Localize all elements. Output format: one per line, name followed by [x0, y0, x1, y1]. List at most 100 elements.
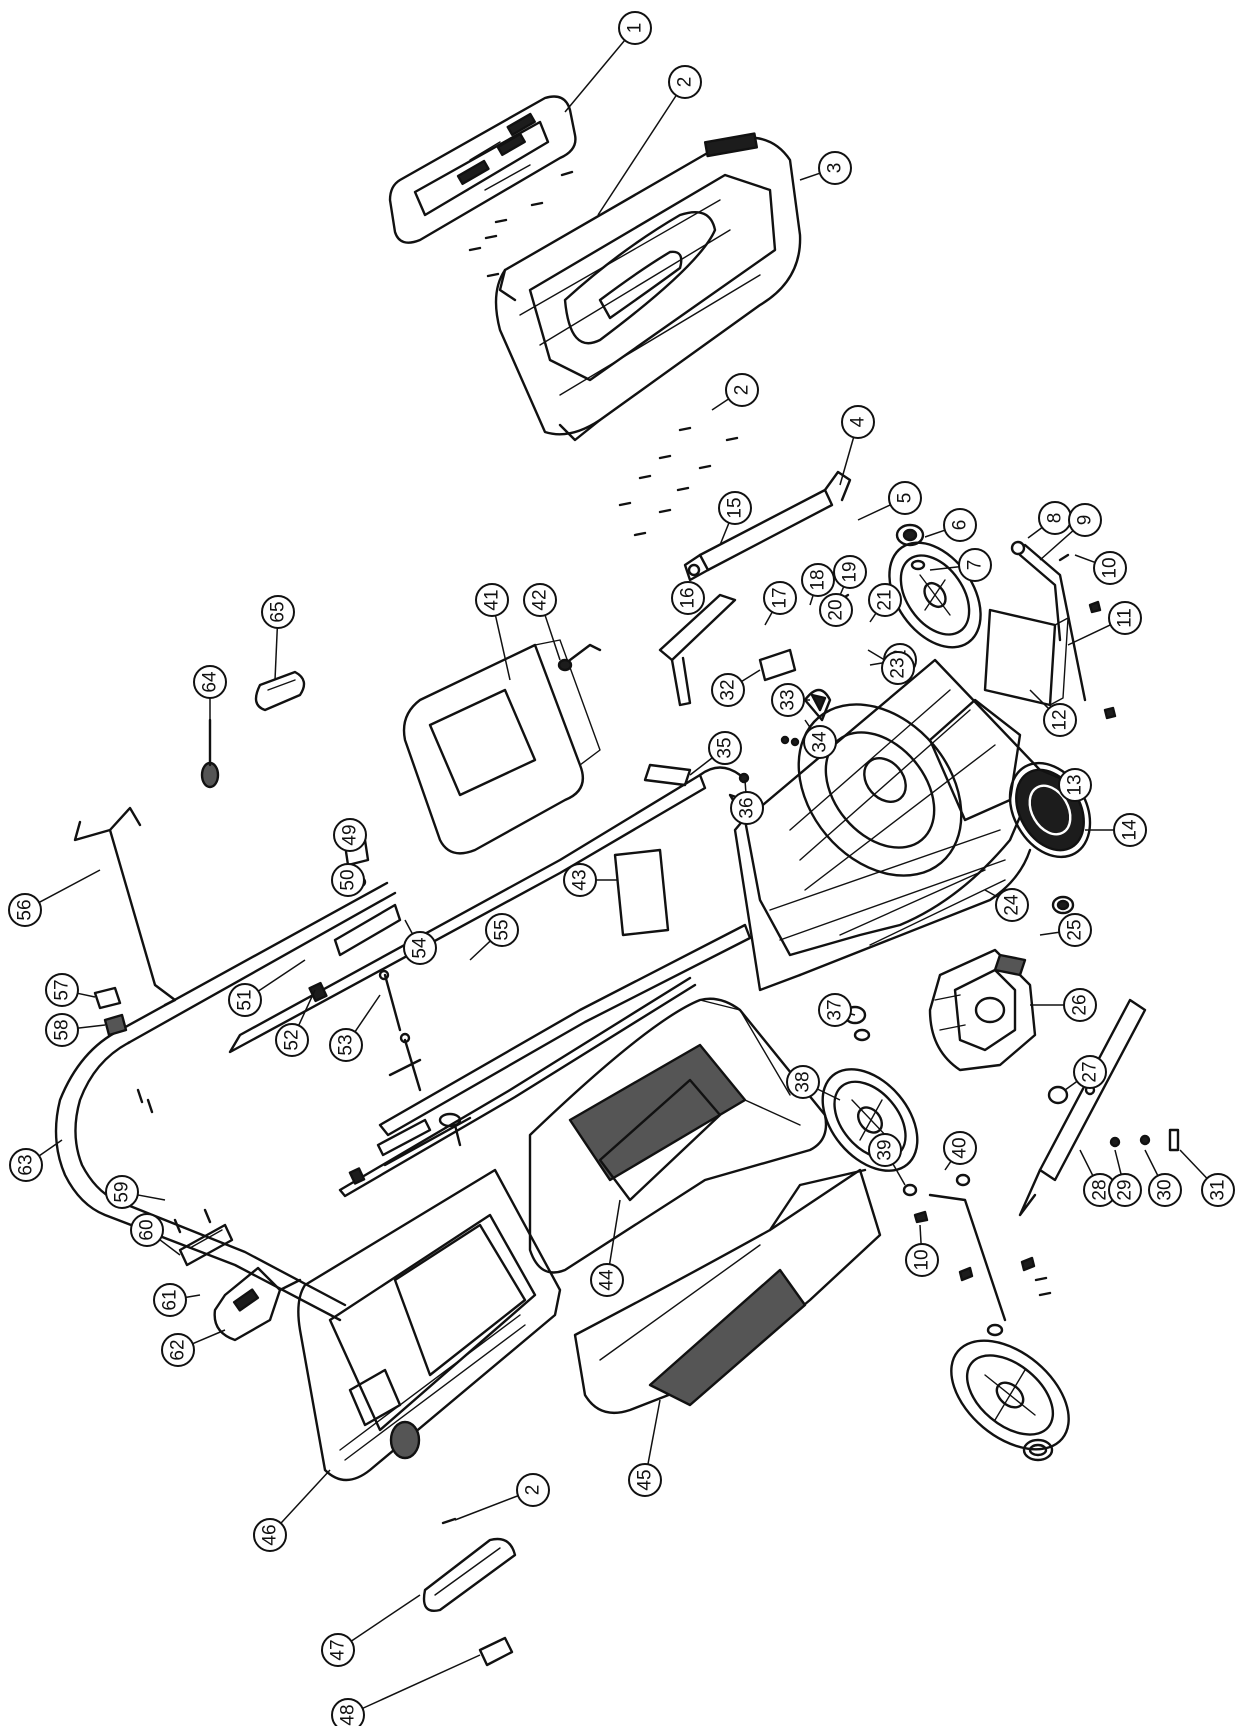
callout-c38: 38	[786, 1065, 820, 1099]
callout-number: 9	[1075, 515, 1096, 526]
callout-number: 63	[16, 1154, 37, 1175]
callout-c64: 64	[193, 665, 227, 699]
screw-set-right	[958, 1256, 1052, 1297]
callout-circle	[403, 931, 437, 965]
callout-c20: 20	[819, 593, 853, 627]
leader-lines	[38, 39, 1208, 1710]
leader-line-c18	[809, 595, 814, 606]
callout-c42: 42	[523, 583, 557, 617]
callout-c6: 6	[943, 508, 977, 542]
callout-number: 48	[338, 1704, 359, 1725]
callout-c2c: 2	[516, 1473, 550, 1507]
callout-number: 39	[875, 1139, 896, 1160]
callout-c51: 51	[228, 983, 262, 1017]
callout-number: 57	[52, 979, 73, 1000]
callout-c39: 39	[868, 1133, 902, 1167]
callout-circle	[130, 1213, 164, 1247]
callout-number: 12	[1050, 709, 1071, 730]
screw-set-upper	[468, 170, 574, 278]
part-cable-clip	[178, 1223, 234, 1267]
callout-number: 45	[635, 1469, 656, 1490]
callout-c58: 58	[45, 1013, 79, 1047]
callout-number: 8	[1045, 513, 1066, 524]
callout-number: 61	[160, 1289, 181, 1310]
part-front-wheel-left	[950, 1323, 1070, 1462]
callout-c50: 50	[331, 863, 365, 897]
callout-number: 2	[523, 1485, 544, 1496]
leader-line-c2c	[454, 1495, 519, 1521]
callout-c11: 11	[1108, 601, 1142, 635]
callout-circle	[1201, 1173, 1235, 1207]
part-link-rod	[658, 593, 737, 707]
callout-c1: 1	[618, 11, 652, 45]
callout-c62: 62	[161, 1333, 195, 1367]
callout-number: 40	[950, 1137, 971, 1158]
part-side-plate	[613, 848, 670, 937]
leader-line-c27	[1064, 1080, 1078, 1091]
callout-c53: 53	[329, 1028, 363, 1062]
callout-c37: 37	[818, 993, 852, 1027]
callout-circle	[905, 1243, 939, 1277]
callout-c12: 12	[1043, 703, 1077, 737]
leader-line-c7	[929, 566, 960, 571]
callout-number: 41	[482, 589, 503, 610]
callout-circle	[618, 11, 652, 45]
callout-number: 36	[737, 797, 758, 818]
callout-circle	[1108, 601, 1142, 635]
leader-line-c10b	[919, 1224, 922, 1245]
callout-circle	[763, 581, 797, 615]
leader-line-c58	[77, 1024, 106, 1029]
callout-number: 27	[1080, 1061, 1101, 1082]
leader-line-c47	[350, 1594, 421, 1642]
leader-line-c36	[744, 779, 747, 793]
callout-c4: 4	[841, 405, 875, 439]
callout-circle	[1058, 913, 1092, 947]
leader-line-c54	[404, 919, 414, 935]
callout-circle	[958, 548, 992, 582]
leader-line-c3	[799, 172, 821, 181]
callout-c9: 9	[1068, 503, 1102, 537]
callout-c41: 41	[475, 583, 509, 617]
leader-line-c57	[77, 992, 96, 998]
part-lower-handle-right	[378, 923, 752, 1137]
part-rear-flap	[402, 639, 601, 855]
callout-c59: 59	[105, 1175, 139, 1209]
part-blade-bolt-set	[1109, 1128, 1180, 1152]
callout-c13: 13	[1058, 768, 1092, 802]
callout-circle	[868, 1133, 902, 1167]
leader-line-c11	[1067, 624, 1111, 646]
callout-circle	[45, 1013, 79, 1047]
callout-c45: 45	[628, 1463, 662, 1497]
callout-c55: 55	[485, 913, 519, 947]
leader-line-c61	[185, 1294, 201, 1299]
part-handle-cap	[200, 718, 220, 789]
callout-circle	[819, 593, 853, 627]
callout-number: 38	[793, 1071, 814, 1092]
callout-number: 59	[112, 1181, 133, 1202]
callout-number: 13	[1065, 774, 1086, 795]
leader-line-c44	[608, 1199, 621, 1265]
callout-c2b: 2	[725, 373, 759, 407]
leader-line-c31	[1179, 1149, 1208, 1179]
callout-c34: 34	[803, 725, 837, 759]
callout-number: 24	[1002, 894, 1023, 916]
callout-number: 3	[825, 163, 846, 174]
callout-circle	[888, 481, 922, 515]
callout-c16: 16	[671, 581, 705, 615]
callout-c43: 43	[563, 863, 597, 897]
callout-number: 16	[678, 587, 699, 608]
part-switch-clip-lower	[103, 1013, 128, 1037]
leader-line-c2a	[597, 94, 677, 216]
callout-number: 49	[340, 824, 361, 845]
part-battery-pack	[983, 608, 1069, 707]
callout-number: 29	[1115, 1179, 1136, 1200]
leader-line-c32	[741, 669, 761, 683]
part-small-cap	[478, 1636, 514, 1667]
callout-c25: 25	[1058, 913, 1092, 947]
part-collector-frame	[297, 1168, 562, 1482]
callout-c28: 28	[1083, 1173, 1117, 1207]
part-rear-axle	[1010, 540, 1117, 720]
callout-number: 47	[328, 1639, 349, 1660]
callout-circle	[253, 1518, 287, 1552]
callout-circle	[475, 583, 509, 617]
